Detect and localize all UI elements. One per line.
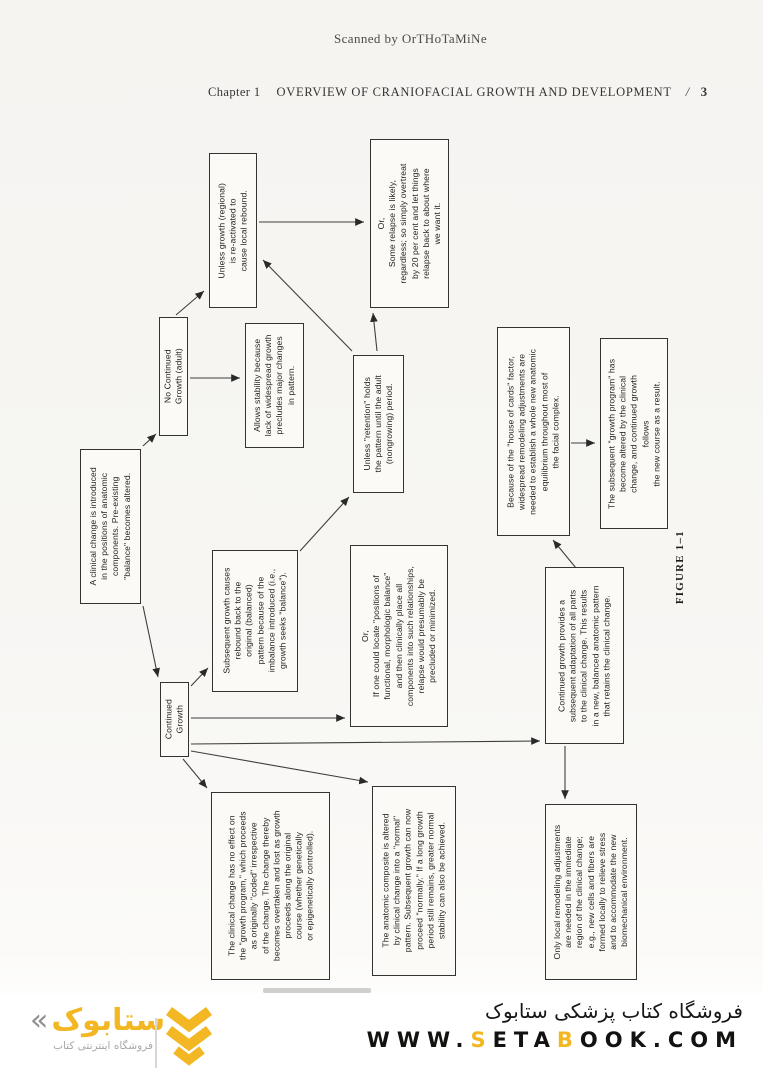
website-url: WWW.SETABOOK.COM — [367, 1028, 743, 1052]
scan-credit: Scanned by OrTHoTaMiNe — [333, 31, 488, 46]
flow-box-no-continued-growth: No Continued Growth (adult) — [159, 317, 188, 436]
arrow-continued-to-composite — [190, 750, 369, 785]
flow-box-text: Or, Some relapse is likely, regardless; … — [375, 163, 442, 284]
flow-box-morphologic-balance: Or, If one could locate "positions of fu… — [350, 545, 448, 727]
arrow-change-to-continued — [142, 605, 160, 678]
arrow-continued-to-rebound — [190, 667, 209, 687]
guillemet-icon: « — [30, 1002, 49, 1038]
brand-tagline-farsi: فروشگاه اینترنتی کتاب — [53, 1040, 153, 1052]
flow-box-no-effect: The clinical change has no effect on the… — [211, 792, 330, 980]
chapter-label: Chapter 1 — [208, 85, 261, 99]
flow-box-clinical-change: A clinical change is introduced in the p… — [80, 449, 141, 604]
website-eta: ETA — [492, 1028, 557, 1052]
flow-box-unless-retention: Unless "retention" holds the pattern unt… — [353, 355, 404, 493]
flow-box-continued-growth: Continued Growth — [160, 682, 189, 757]
flow-box-house-of-cards: Because of the "house of cards" factor, … — [497, 327, 570, 536]
footer-right: فروشگاه کتاب پزشکی ستابوک WWW.SETABOOK.C… — [367, 999, 743, 1052]
footer: « ستابوک فروشگاه اینترنتی کتاب فروشگاه ک… — [0, 994, 763, 1079]
flow-box-text: Unless "retention" holds the pattern unt… — [361, 375, 395, 473]
brand-name-farsi: ستابوک — [51, 1003, 166, 1038]
website-s: S — [470, 1028, 493, 1052]
flow-box-text: Or, If one could locate "positions of fu… — [359, 565, 437, 707]
arrow-retention-to-overtreat — [370, 312, 378, 352]
flow-box-rebound: Subsequent growth causes rebound back to… — [212, 550, 298, 692]
website-b: B — [556, 1028, 580, 1052]
flow-box-anatomic-composite: The anatomic composite is altered by cli… — [372, 786, 456, 976]
page-number-separator: / — [685, 85, 690, 99]
flow-box-text: Subsequent growth causes rebound back to… — [221, 567, 288, 675]
flow-box-text: A clinical change is introduced in the p… — [88, 467, 132, 586]
arrow-change-to-nogrowth — [142, 433, 157, 447]
flow-box-text: Unless growth (regional) is re-activated… — [216, 182, 249, 279]
chapter-heading: Chapter 1 OVERVIEW OF CRANIOFACIAL GROWT… — [208, 84, 708, 100]
website-www: WWW. — [366, 1028, 471, 1052]
flow-box-text: Allows stability because lack of widespr… — [252, 334, 296, 437]
scan-artifact — [263, 988, 371, 993]
setabook-logo: « ستابوک فروشگاه اینترنتی کتاب — [30, 1002, 165, 1052]
flow-box-text: Because of the "house of cards" factor, … — [505, 348, 561, 515]
arrow-continued-to-noeffect — [182, 758, 208, 789]
figure-label: FIGURE 1–1 — [660, 527, 700, 607]
flow-box-text: The subsequent "growth program" has beco… — [606, 358, 661, 509]
arrow-adaptation-to-cards — [552, 539, 577, 569]
arrow-continued-to-adaptation — [190, 737, 541, 745]
logo-divider — [155, 1018, 157, 1068]
website-rest: OOK.COM — [579, 1028, 743, 1052]
page-number: 3 — [700, 84, 708, 99]
flow-box-local-remodeling: Only local remodeling adjustments are ne… — [545, 804, 637, 980]
flow-box-subsequent-adaptation: Continued growth provides a subsequent a… — [545, 567, 624, 744]
flow-box-text: The anatomic composite is altered by cli… — [380, 809, 447, 953]
flow-box-overtreat-relapse: Or, Some relapse is likely, regardless; … — [370, 139, 449, 308]
flow-box-growth-program-altered: The subsequent "growth program" has beco… — [600, 338, 668, 529]
flow-box-text: Continued growth provides a subsequent a… — [556, 584, 612, 727]
flow-box-text: Continued Growth — [163, 699, 185, 740]
arrow-rebound-to-retention — [299, 496, 350, 552]
flow-box-text: Only local remodeling adjustments are ne… — [551, 824, 629, 960]
flow-box-allows-stability: Allows stability because lack of widespr… — [245, 323, 304, 448]
figure-label-text: FIGURE 1–1 — [673, 529, 686, 605]
chevrons-emblem-icon — [166, 1007, 212, 1066]
flow-box-unless-growth-reactivated: Unless growth (regional) is re-activated… — [209, 153, 257, 308]
flow-box-text: No Continued Growth (adult) — [162, 348, 184, 405]
flow-box-text: The clinical change has no effect on the… — [225, 810, 315, 962]
store-name-farsi: فروشگاه کتاب پزشکی ستابوک — [485, 999, 743, 1023]
chapter-title: OVERVIEW OF CRANIOFACIAL GROWTH AND DEVE… — [276, 85, 672, 99]
arrow-nogrowth-to-reactivated — [175, 290, 205, 316]
